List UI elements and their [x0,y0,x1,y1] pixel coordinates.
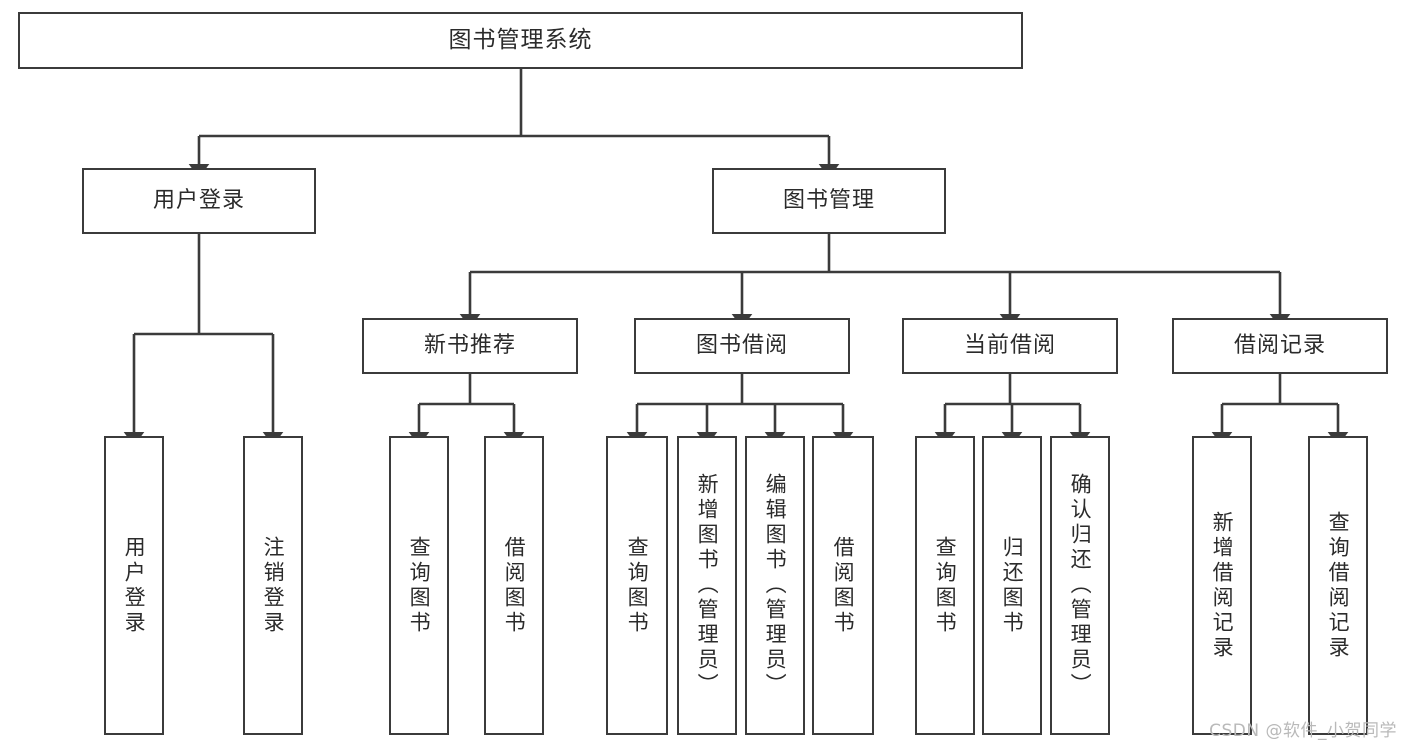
node-leaf-user-login[interactable]: 用户登录 [104,436,164,735]
node-user-login[interactable]: 用户登录 [82,168,316,234]
node-leaf-query-2[interactable]: 查询图书 [606,436,668,735]
node-label: 借阅图书 [831,535,856,636]
node-label: 编辑图书（管理员） [763,473,788,698]
node-label: 确认归还（管理员） [1068,473,1093,698]
node-label: 查询图书 [933,535,958,636]
node-book-mgmt[interactable]: 图书管理 [712,168,946,234]
watermark-label: CSDN @软件_小贺同学 [1209,721,1397,741]
node-label: 查询图书 [407,535,432,636]
node-label: 新增图书（管理员） [695,473,720,698]
node-label: 借阅记录 [1233,332,1326,358]
node-label: 借阅图书 [502,535,527,636]
node-root[interactable]: 图书管理系统 [18,12,1023,69]
node-leaf-add-book[interactable]: 新增图书（管理员） [677,436,737,735]
node-leaf-logout[interactable]: 注销登录 [243,436,303,735]
node-label: 图书管理 [782,187,875,213]
node-label: 归还图书 [1000,535,1025,636]
node-leaf-borrow-1[interactable]: 借阅图书 [484,436,544,735]
node-label: 用户登录 [152,187,245,213]
node-label: 图书管理系统 [448,26,593,53]
node-label: 当前借阅 [963,332,1056,358]
node-label: 查询借阅记录 [1326,510,1351,661]
node-leaf-query-1[interactable]: 查询图书 [389,436,449,735]
node-label: 新书推荐 [423,332,516,358]
node-label: 图书借阅 [695,332,788,358]
node-leaf-query-3[interactable]: 查询图书 [915,436,975,735]
node-leaf-borrow-2[interactable]: 借阅图书 [812,436,874,735]
node-label: 新增借阅记录 [1210,510,1235,661]
node-borrow-record[interactable]: 借阅记录 [1172,318,1388,374]
node-new-book-rec[interactable]: 新书推荐 [362,318,578,374]
node-label: 用户登录 [122,535,147,636]
node-label: 查询图书 [625,535,650,636]
node-book-borrow[interactable]: 图书借阅 [634,318,850,374]
node-leaf-query-rec[interactable]: 查询借阅记录 [1308,436,1368,735]
node-leaf-edit-book[interactable]: 编辑图书（管理员） [745,436,805,735]
node-leaf-return[interactable]: 归还图书 [982,436,1042,735]
node-current-borrow[interactable]: 当前借阅 [902,318,1118,374]
node-label: 注销登录 [261,535,286,636]
node-leaf-add-rec[interactable]: 新增借阅记录 [1192,436,1252,735]
node-leaf-confirm[interactable]: 确认归还（管理员） [1050,436,1110,735]
